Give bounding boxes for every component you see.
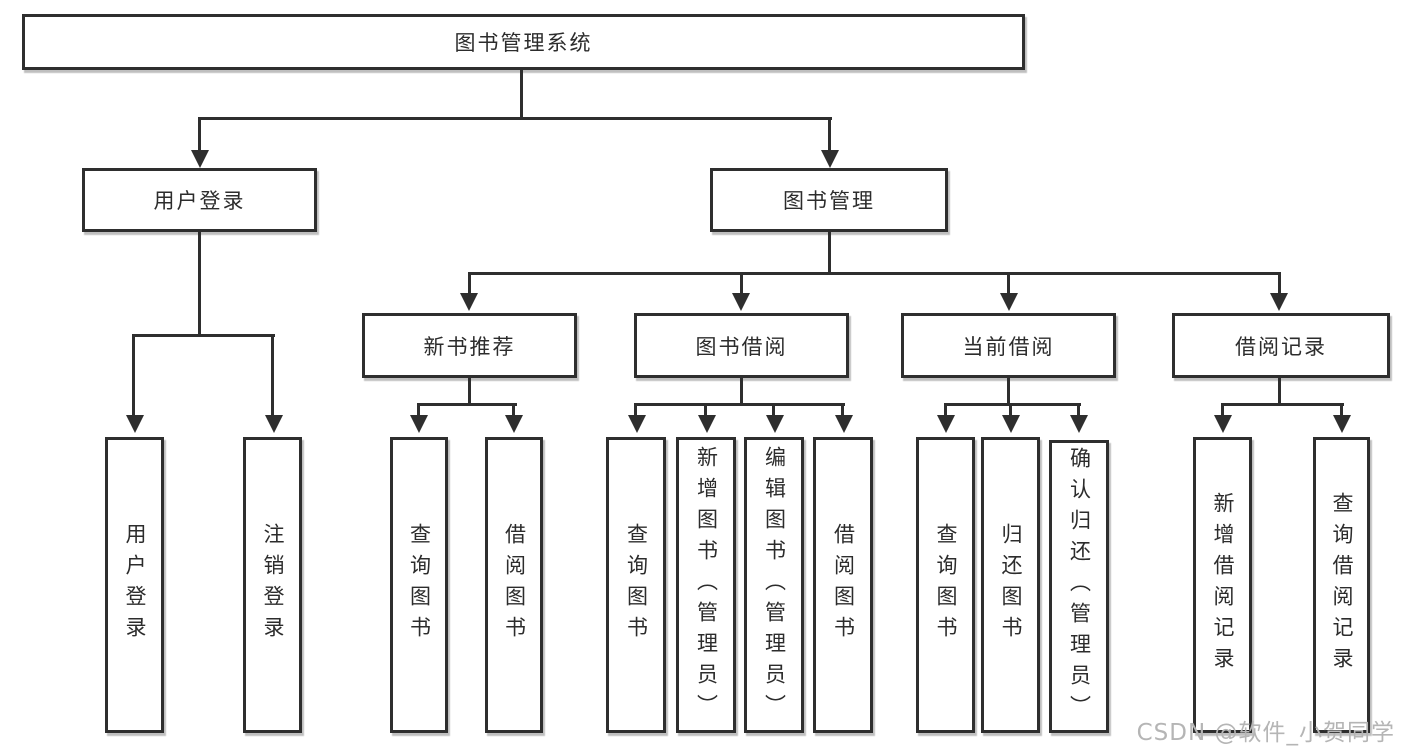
leaf-label: 确认归还（管理员）: [1067, 447, 1092, 726]
arrowhead-down-icon: [698, 415, 716, 433]
arrowhead-down-icon: [1270, 293, 1288, 311]
connector-line: [271, 334, 274, 417]
connector-line: [132, 334, 135, 417]
node-label: 图书管理: [783, 189, 875, 213]
arrowhead-down-icon: [821, 150, 839, 168]
arrowhead-down-icon: [265, 415, 283, 433]
arrowhead-down-icon: [126, 415, 144, 433]
leaf-borrow-books: 借阅图书: [813, 437, 873, 733]
leaf-label: 查询图书: [934, 523, 958, 647]
arrowhead-down-icon: [1070, 415, 1088, 433]
arrowhead-down-icon: [505, 415, 523, 433]
node-label: 当前借阅: [962, 334, 1055, 359]
connector-line: [740, 378, 743, 406]
connector-line: [1278, 378, 1281, 406]
leaf-label: 新增借阅记录: [1211, 492, 1235, 678]
connector-line: [1007, 378, 1010, 406]
leaf-label: 用户登录: [123, 523, 147, 647]
connector-line: [1221, 403, 1224, 417]
leaf-add-borrow-record: 新增借阅记录: [1193, 437, 1252, 733]
leaf-label: 注销登录: [261, 523, 285, 647]
connector-line: [828, 232, 831, 274]
arrowhead-down-icon: [628, 415, 646, 433]
connector-line: [944, 403, 947, 417]
node-borrow-records: 借阅记录: [1172, 313, 1390, 378]
node-label: 图书借阅: [695, 334, 788, 359]
connector-line: [634, 403, 845, 406]
connector-line: [417, 403, 420, 417]
arrowhead-down-icon: [937, 415, 955, 433]
connector-line: [1009, 403, 1012, 417]
connector-line: [468, 272, 471, 294]
node-book-borrow: 图书借阅: [634, 313, 849, 378]
arrowhead-down-icon: [766, 415, 784, 433]
leaf-label: 借阅图书: [502, 523, 527, 647]
connector-line: [1077, 403, 1080, 417]
csdn-watermark: CSDN @软件_小贺同学: [1136, 720, 1395, 746]
arrowhead-down-icon: [1214, 415, 1232, 433]
node-current-borrow: 当前借阅: [901, 313, 1116, 378]
node-label: 用户登录: [153, 189, 246, 213]
connector-line: [198, 117, 201, 153]
connector-line: [512, 403, 515, 417]
leaf-label: 编辑图书（管理员）: [762, 445, 787, 725]
leaf-logout: 注销登录: [243, 437, 302, 733]
leaf-edit-book-admin: 编辑图书（管理员）: [744, 437, 804, 733]
connector-line: [772, 403, 775, 417]
node-user-login: 用户登录: [82, 168, 317, 232]
leaf-user-login: 用户登录: [105, 437, 164, 733]
leaf-label: 借阅图书: [831, 523, 856, 647]
connector-line: [468, 272, 1281, 275]
leaf-query-borrow-record: 查询借阅记录: [1313, 437, 1370, 733]
arrowhead-down-icon: [1000, 293, 1018, 311]
connector-line: [740, 272, 743, 294]
leaf-add-book-admin: 新增图书（管理员）: [676, 437, 736, 733]
node-label: 借阅记录: [1235, 334, 1327, 359]
leaf-confirm-return-admin: 确认归还（管理员）: [1049, 440, 1109, 733]
connector-line: [841, 403, 844, 417]
connector-line: [1340, 403, 1343, 417]
connector-line: [944, 403, 1081, 406]
arrowhead-down-icon: [410, 415, 428, 433]
leaf-return-book: 归还图书: [981, 437, 1040, 733]
leaf-label: 查询借阅记录: [1330, 492, 1354, 678]
node-label: 新书推荐: [423, 334, 516, 359]
arrowhead-down-icon: [1333, 415, 1351, 433]
leaf-label: 查询图书: [624, 523, 649, 647]
leaf-query-books: 查询图书: [606, 437, 666, 733]
connector-line: [1007, 272, 1010, 294]
connector-line: [198, 232, 201, 336]
connector-line: [417, 403, 517, 406]
connector-line: [198, 117, 832, 120]
arrowhead-down-icon: [732, 293, 750, 311]
arrowhead-down-icon: [191, 150, 209, 168]
connector-line: [520, 70, 523, 118]
arrowhead-down-icon: [460, 293, 478, 311]
connector-line: [828, 117, 831, 153]
arrowhead-down-icon: [1002, 415, 1020, 433]
leaf-label: 新增图书（管理员）: [694, 445, 719, 725]
node-library-system: 图书管理系统: [22, 14, 1025, 70]
connector-line: [634, 403, 637, 417]
connector-line: [1278, 272, 1281, 294]
arrowhead-down-icon: [835, 415, 853, 433]
connector-line: [1221, 403, 1344, 406]
connector-line: [704, 403, 707, 417]
node-book-management: 图书管理: [710, 168, 948, 232]
node-label: 图书管理系统: [454, 31, 593, 55]
connector-line: [132, 334, 275, 337]
leaf-borrow-books: 借阅图书: [485, 437, 543, 733]
leaf-query-books: 查询图书: [390, 437, 448, 733]
leaf-query-books: 查询图书: [916, 437, 975, 733]
connector-line: [468, 378, 471, 406]
leaf-label: 查询图书: [407, 523, 432, 647]
leaf-label: 归还图书: [999, 523, 1023, 647]
node-new-book-recommend: 新书推荐: [362, 313, 577, 378]
